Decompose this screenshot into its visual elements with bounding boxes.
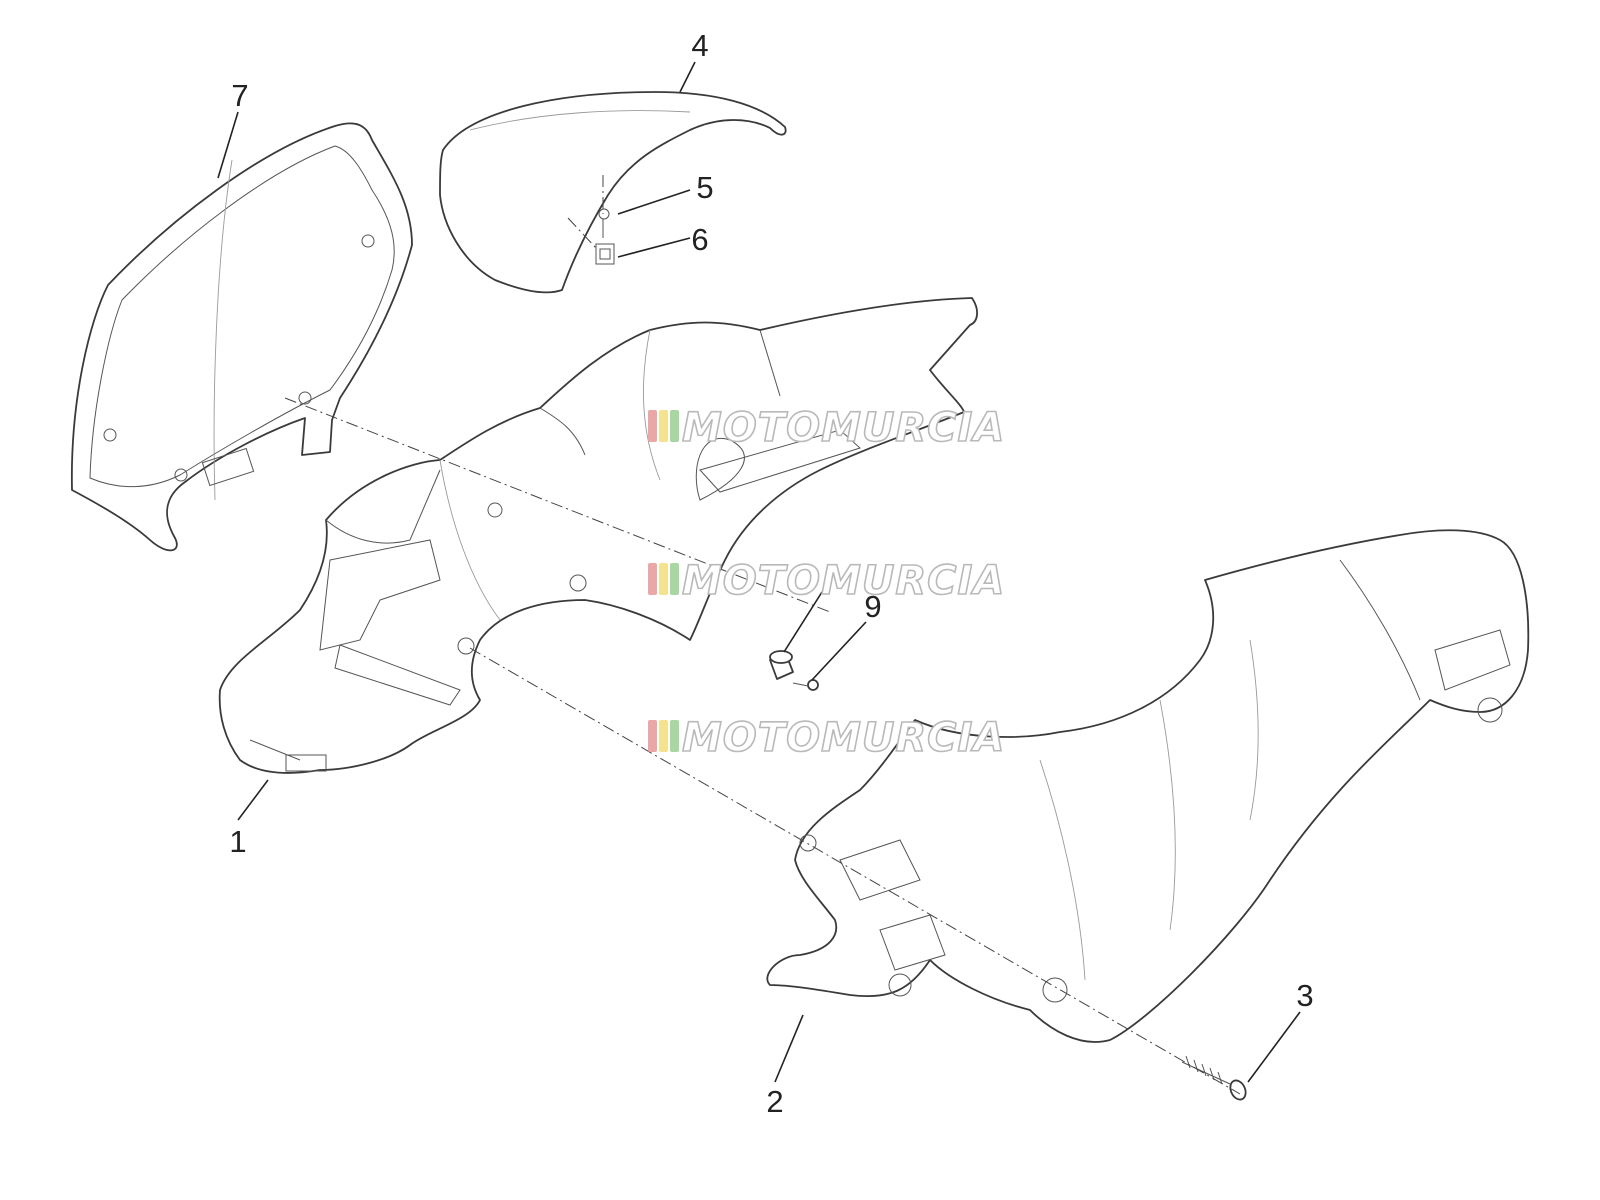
watermark-stripe-green (670, 563, 679, 595)
watermark-text: MOTOMURCIA (682, 715, 1005, 761)
assembly-axis-lines (284, 175, 1241, 1095)
watermark-stripe-green (670, 410, 679, 442)
watermark-stripe-red (648, 410, 657, 442)
part-label-4: 4 (691, 28, 708, 63)
watermark-stripe-yellow (659, 410, 668, 442)
part-2-front-handlebar-cover (766, 529, 1530, 1043)
part-label-2: 2 (766, 1084, 783, 1119)
watermark-top: MOTOMURCIA (648, 404, 1005, 452)
watermark-text: MOTOMURCIA (682, 558, 1005, 604)
part-4-top-cover (439, 91, 787, 294)
part-label-9: 9 (864, 589, 881, 624)
part-3-screw (1181, 1055, 1247, 1101)
part-label-3: 3 (1296, 978, 1313, 1013)
part-7-windscreen (70, 122, 413, 552)
watermark-text: MOTOMURCIA (682, 405, 1005, 451)
part-label-6: 6 (691, 222, 708, 257)
part-1-rear-handlebar-cover (218, 297, 978, 774)
watermark-stripe-green (670, 720, 679, 752)
part-label-1: 1 (229, 824, 246, 859)
watermark-middle: MOTOMURCIA (648, 557, 1005, 605)
watermark-stripe-yellow (659, 563, 668, 595)
part-9-bumper-and-screw (769, 650, 819, 691)
watermark-bottom: MOTOMURCIA (648, 714, 1005, 762)
watermark-stripe-red (648, 563, 657, 595)
watermark-stripe-yellow (659, 720, 668, 752)
part-number-labels: 7 4 5 6 9 1 2 3 (229, 28, 1313, 1119)
watermark-stripe-red (648, 720, 657, 752)
part-label-7: 7 (231, 78, 248, 113)
part-label-5: 5 (696, 170, 713, 205)
leader-lines (217, 61, 1301, 1083)
